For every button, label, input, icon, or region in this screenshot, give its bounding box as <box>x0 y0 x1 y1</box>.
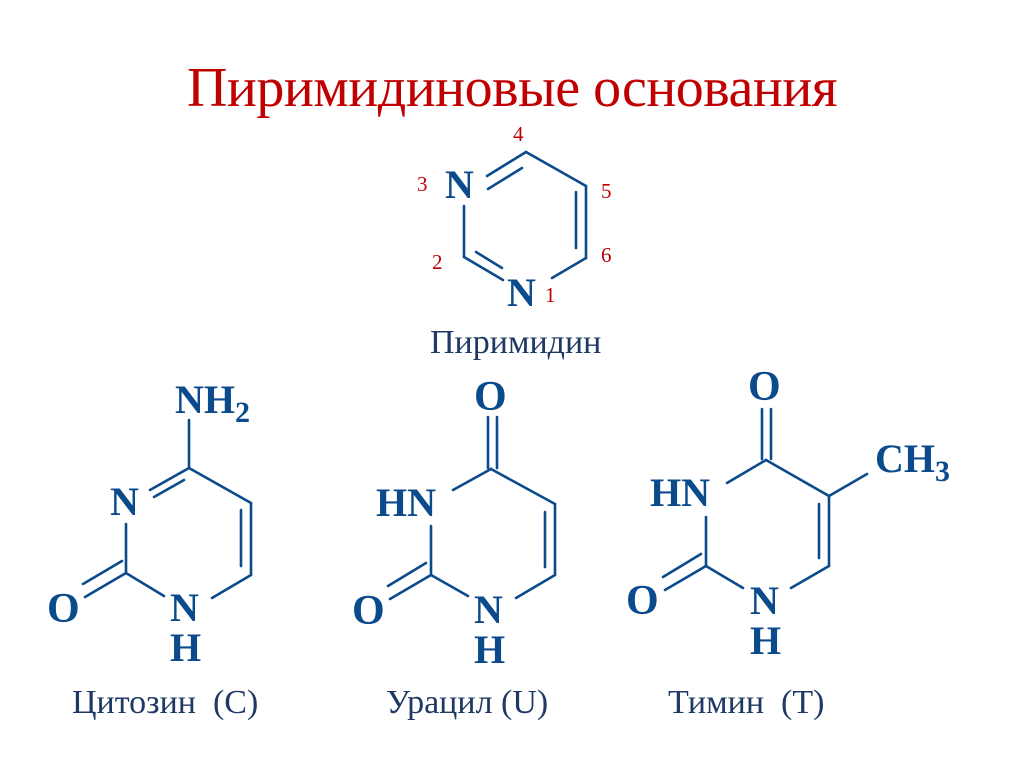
position-number-4: 4 <box>513 122 524 146</box>
thymine-atom-o4: O <box>748 364 781 410</box>
pyrimidine-structure: N N 4 3 5 6 2 1 <box>417 122 612 315</box>
position-number-2: 2 <box>432 250 443 274</box>
cytosine-atom-n3: N <box>110 479 139 524</box>
pyrimidine-caption: Пиримидин <box>430 324 602 361</box>
cytosine-structure: NH2 N O N H <box>47 377 253 670</box>
uracil-atom-o2: O <box>352 588 385 634</box>
thymine-atom-hn3: HN <box>650 470 710 515</box>
uracil-atom-hn3: HN <box>376 480 436 525</box>
uracil-atom-o4: O <box>474 374 507 420</box>
thymine-atom-h1: H <box>750 618 781 663</box>
pyrimidine-atom-n3: N <box>445 162 474 207</box>
thymine-methyl-group: CH3 <box>875 436 950 488</box>
thymine-atom-n1: N <box>750 578 779 623</box>
uracil-structure: O HN O N H <box>352 374 557 672</box>
position-number-5: 5 <box>601 179 612 203</box>
thymine-atom-o2: O <box>626 578 659 624</box>
thymine-caption: Тимин (T) <box>668 684 825 721</box>
position-number-1: 1 <box>545 283 556 307</box>
slide-title: Пиримидиновые основания <box>186 57 838 119</box>
uracil-caption: Урацил (U) <box>386 684 549 721</box>
thymine-structure: O CH3 HN O N H <box>626 364 950 663</box>
position-number-3: 3 <box>417 172 428 196</box>
uracil-atom-h1: H <box>474 627 505 672</box>
cytosine-atom-h1: H <box>170 625 201 670</box>
cytosine-amino-group: NH2 <box>175 377 250 429</box>
uracil-atom-n1: N <box>474 587 503 632</box>
cytosine-caption: Цитозин (C) <box>72 684 259 721</box>
cytosine-atom-o: O <box>47 586 80 632</box>
cytosine-atom-n1: N <box>170 585 199 630</box>
position-number-6: 6 <box>601 243 612 267</box>
pyrimidine-atom-n1: N <box>507 270 536 315</box>
